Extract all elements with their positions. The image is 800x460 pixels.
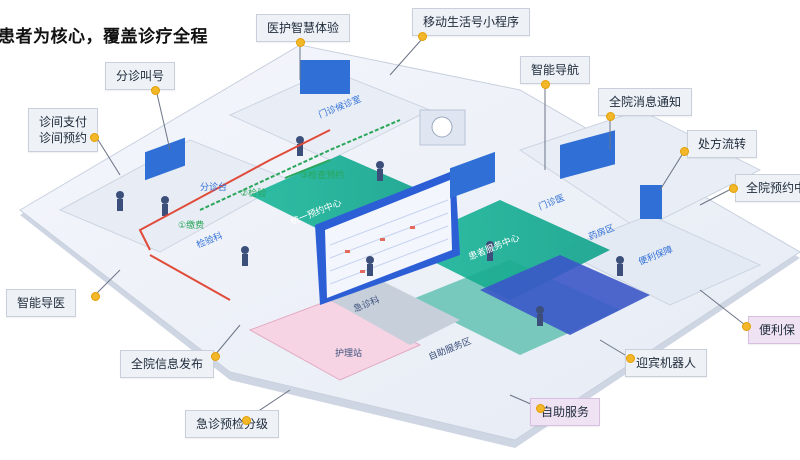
emergency-zone bbox=[248, 280, 460, 381]
callout-mobile-app: 移动生活号小程序 bbox=[412, 8, 531, 36]
callout-dot bbox=[151, 86, 160, 95]
service-zone bbox=[480, 255, 650, 335]
leader-lines bbox=[94, 29, 746, 421]
central-display bbox=[315, 170, 460, 305]
callout-clinic-pay-appt: 诊间支付 诊间预约 bbox=[28, 108, 99, 152]
devices bbox=[145, 60, 662, 219]
callout-er-triage: 急诊预检分级 bbox=[185, 410, 280, 438]
page-title: 患者为核心，覆盖诊疗全程 bbox=[0, 27, 208, 47]
patient-route bbox=[138, 119, 401, 301]
callout-dot bbox=[742, 322, 751, 331]
callout-dot bbox=[729, 184, 738, 193]
callout-dot bbox=[91, 292, 100, 301]
callout-convenience: 便利保 bbox=[748, 316, 800, 344]
callout-rx-transfer: 处方流转 bbox=[687, 130, 758, 158]
callout-dot bbox=[541, 80, 550, 89]
people bbox=[116, 136, 624, 326]
step-exam: ②检验 bbox=[240, 187, 266, 199]
step-report: ③检查预约 bbox=[300, 169, 344, 181]
callout-welcome-robot: 迎宾机器人 bbox=[625, 349, 708, 377]
callout-dot bbox=[211, 352, 220, 361]
zone-nursing: 护理站 bbox=[335, 347, 362, 359]
callout-info-publish: 全院信息发布 bbox=[120, 350, 215, 378]
callout-self-service: 自助服务 bbox=[530, 398, 601, 426]
step-charge: ①缴费 bbox=[178, 219, 204, 231]
callout-dot bbox=[296, 38, 305, 47]
callout-dot bbox=[90, 133, 99, 142]
callout-smart-nav: 智能导航 bbox=[520, 56, 591, 84]
callout-appt-center: 全院预约中 bbox=[735, 174, 800, 202]
callout-dot bbox=[606, 112, 615, 121]
callout-dot bbox=[536, 404, 545, 413]
callout-dot bbox=[680, 147, 689, 156]
callout-triage-call: 分诊叫号 bbox=[105, 62, 176, 90]
callout-dot bbox=[626, 354, 635, 363]
callout-dot bbox=[242, 416, 251, 425]
callout-msg-notify: 全院消息通知 bbox=[598, 88, 693, 116]
callout-smart-guide: 智能导医 bbox=[6, 289, 77, 317]
callout-dot bbox=[418, 32, 427, 41]
zone-triage-desk: 分诊台 bbox=[200, 181, 227, 193]
